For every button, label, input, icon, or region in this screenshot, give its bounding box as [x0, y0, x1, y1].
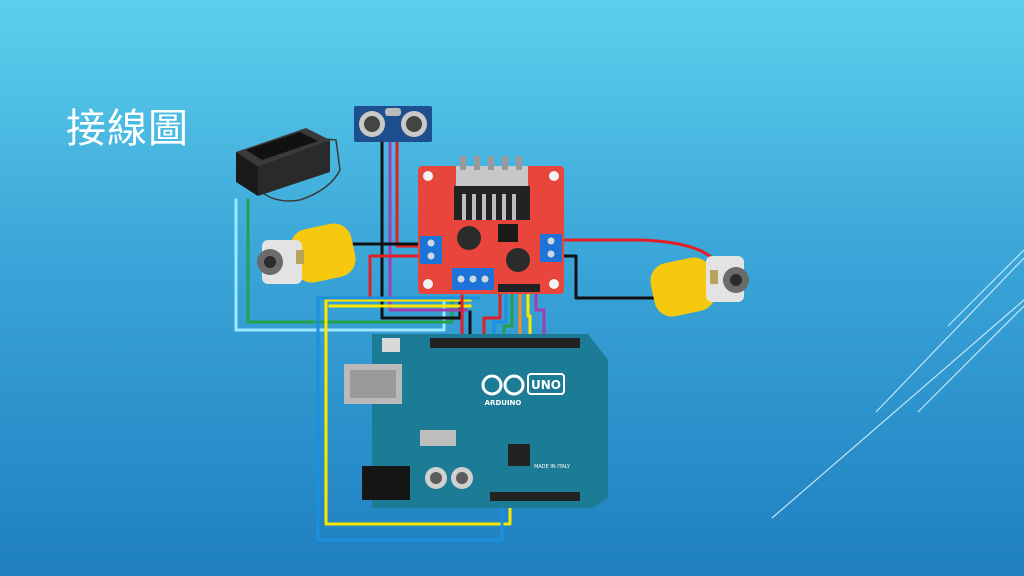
- wire-ctrl-yellow: [526, 288, 532, 344]
- wire-battery-black: [253, 137, 341, 202]
- wire-ctrl-purple: [534, 288, 546, 344]
- wire-right-motor-black: [558, 254, 656, 300]
- slide-title: 接線圖: [66, 106, 189, 152]
- ultrasonic-sensor-icon: [354, 106, 432, 142]
- motor-driver-board-icon: [418, 156, 564, 294]
- wire-ctrl-blue: [492, 288, 508, 344]
- wire-power-blue: [316, 296, 504, 542]
- arduino-board-icon: UNO ARDUINO MADE IN ITALY: [344, 334, 608, 508]
- board-model: UNO: [531, 378, 561, 392]
- board-brand: ARDUINO: [485, 399, 522, 407]
- board-origin: MADE IN ITALY: [534, 464, 571, 470]
- wire-power-yellow: [324, 298, 512, 526]
- wire-ctrl-red2: [482, 288, 502, 344]
- dc-gear-motor-icon: [257, 223, 356, 284]
- wire-sensor-red: [395, 140, 422, 248]
- wire-sensor-purple: [388, 140, 468, 312]
- battery-box-icon: [236, 128, 330, 196]
- arduino-logo-icon: [481, 374, 525, 396]
- wire-battery-lightblue: [234, 198, 446, 332]
- dc-gear-motor-icon: [650, 256, 749, 317]
- wire-left-motor-red: [368, 254, 422, 298]
